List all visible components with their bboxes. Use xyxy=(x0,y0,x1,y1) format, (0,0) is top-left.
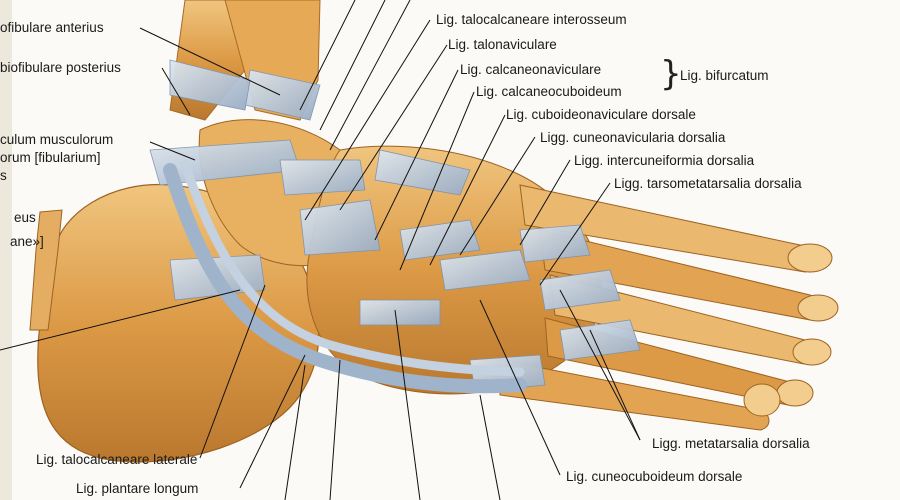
label-retinaculum-line2: orum [fibularium] xyxy=(0,150,101,165)
label-lig-cuboideonaviculare-dorsale: Lig. cuboideonaviculare dorsale xyxy=(506,107,696,122)
achilles-tendon-stub xyxy=(29,209,63,331)
label-lig-talocalcaneare-laterale: Lig. talocalcaneare laterale xyxy=(36,452,198,467)
label-lig-calcaneocuboideum: Lig. calcaneocuboideum xyxy=(476,84,622,99)
leader-lines xyxy=(0,0,641,500)
label-lig-talofibulare-posterius: biofibulare posterius xyxy=(0,60,121,75)
label-lig-talocalcaneare-interosseum: Lig. talocalcaneare interosseum xyxy=(436,12,627,27)
ligament-bands xyxy=(149,59,641,393)
label-ligg-metatarsalia-dorsalia: Ligg. metatarsalia dorsalia xyxy=(652,436,810,451)
label-retinaculum-line3: s xyxy=(0,168,7,183)
label-lig-calcaneonaviculare: Lig. calcaneonaviculare xyxy=(460,62,602,77)
label-lig-talonaviculare: Lig. talonaviculare xyxy=(448,37,557,52)
label-lig-plantare-longum: Lig. plantare longum xyxy=(76,481,199,496)
toe-heads xyxy=(743,243,839,417)
label-peroneus-line2: ane»] xyxy=(10,234,44,249)
page-margin xyxy=(0,0,12,500)
label-lig-cuneocuboideum-dorsale: Lig. cuneocuboideum dorsale xyxy=(566,469,743,484)
label-retinaculum-line1: culum musculorum xyxy=(0,132,114,147)
label-peroneus-line1: eus xyxy=(14,210,36,225)
label-ligg-tarsometatarsalia-dorsalia: Ligg. tarsometatarsalia dorsalia xyxy=(614,176,802,191)
label-ligg-cuneonavicularia-dorsalia: Ligg. cuneonavicularia dorsalia xyxy=(540,130,726,145)
label-lig-bifurcatum: Lig. bifurcatum xyxy=(680,68,769,83)
label-ligg-intercuneiformia-dorsalia: Ligg. intercuneiformia dorsalia xyxy=(574,153,755,168)
peroneal-tendons xyxy=(163,160,527,394)
label-lig-talofibulare-anterius: ofibulare anterius xyxy=(0,20,104,35)
brace-bifurcatum: } xyxy=(660,54,682,94)
